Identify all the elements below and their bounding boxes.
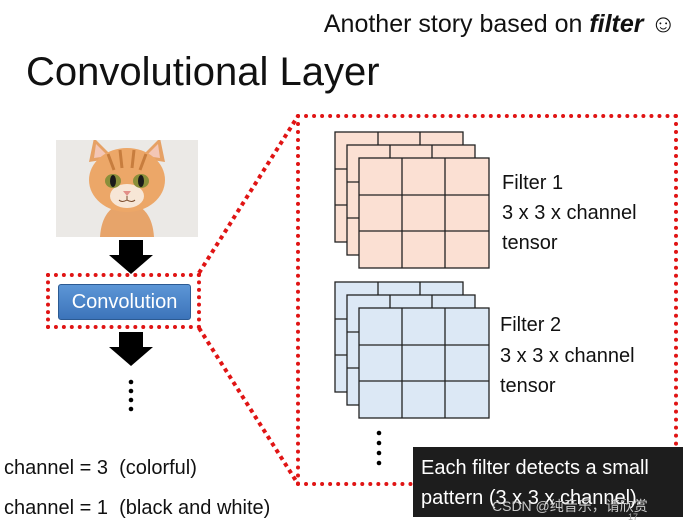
filter-2-tensor bbox=[334, 281, 490, 419]
filter-1-tensor bbox=[334, 131, 490, 269]
channel-3-label: channel = 3 bbox=[4, 457, 108, 479]
filter-1-kind: tensor bbox=[502, 232, 558, 254]
subtitle-prefix: Another story based on bbox=[323, 10, 590, 38]
channel-3-desc: (colorful) bbox=[119, 457, 197, 479]
page-title: Convolutional Layer bbox=[26, 50, 380, 94]
page-number: 17 bbox=[628, 512, 639, 522]
vertical-ellipsis-icon bbox=[127, 378, 135, 419]
arrow-down-icon bbox=[109, 240, 153, 279]
watermark: CSDN @纯音乐，请欣赏 bbox=[492, 498, 648, 514]
filter-note-line-1: Each filter detects a small bbox=[421, 457, 649, 479]
subtitle-keyword: filter bbox=[589, 10, 644, 38]
subtitle: Another story based on filter ☺ bbox=[324, 10, 676, 39]
convolution-button[interactable]: Convolution bbox=[58, 284, 191, 320]
channel-1-note: channel = 1 (black and white) bbox=[4, 497, 270, 520]
convolution-highlight: Convolution bbox=[46, 273, 201, 329]
filter-1-shape: 3 x 3 x channel bbox=[502, 202, 637, 224]
cat-image bbox=[56, 140, 198, 237]
vertical-ellipsis-icon bbox=[375, 429, 383, 472]
arrow-down-icon bbox=[109, 332, 153, 371]
channel-3-note: channel = 3 (colorful) bbox=[4, 457, 197, 480]
filter-note-line-2: pattern (3 x 3 x channel). bbox=[421, 487, 643, 509]
filter-1-name: Filter 1 bbox=[502, 172, 564, 194]
filter-note: Each filter detects a small pattern (3 x… bbox=[413, 447, 683, 517]
filter-2-kind: tensor bbox=[500, 375, 556, 397]
smiley-icon: ☺ bbox=[650, 10, 676, 38]
filter-2-shape: 3 x 3 x channel bbox=[500, 345, 635, 367]
channel-1-label: channel = 1 bbox=[4, 497, 108, 519]
channel-1-desc: (black and white) bbox=[119, 497, 271, 519]
filter-2-name: Filter 2 bbox=[500, 314, 562, 336]
